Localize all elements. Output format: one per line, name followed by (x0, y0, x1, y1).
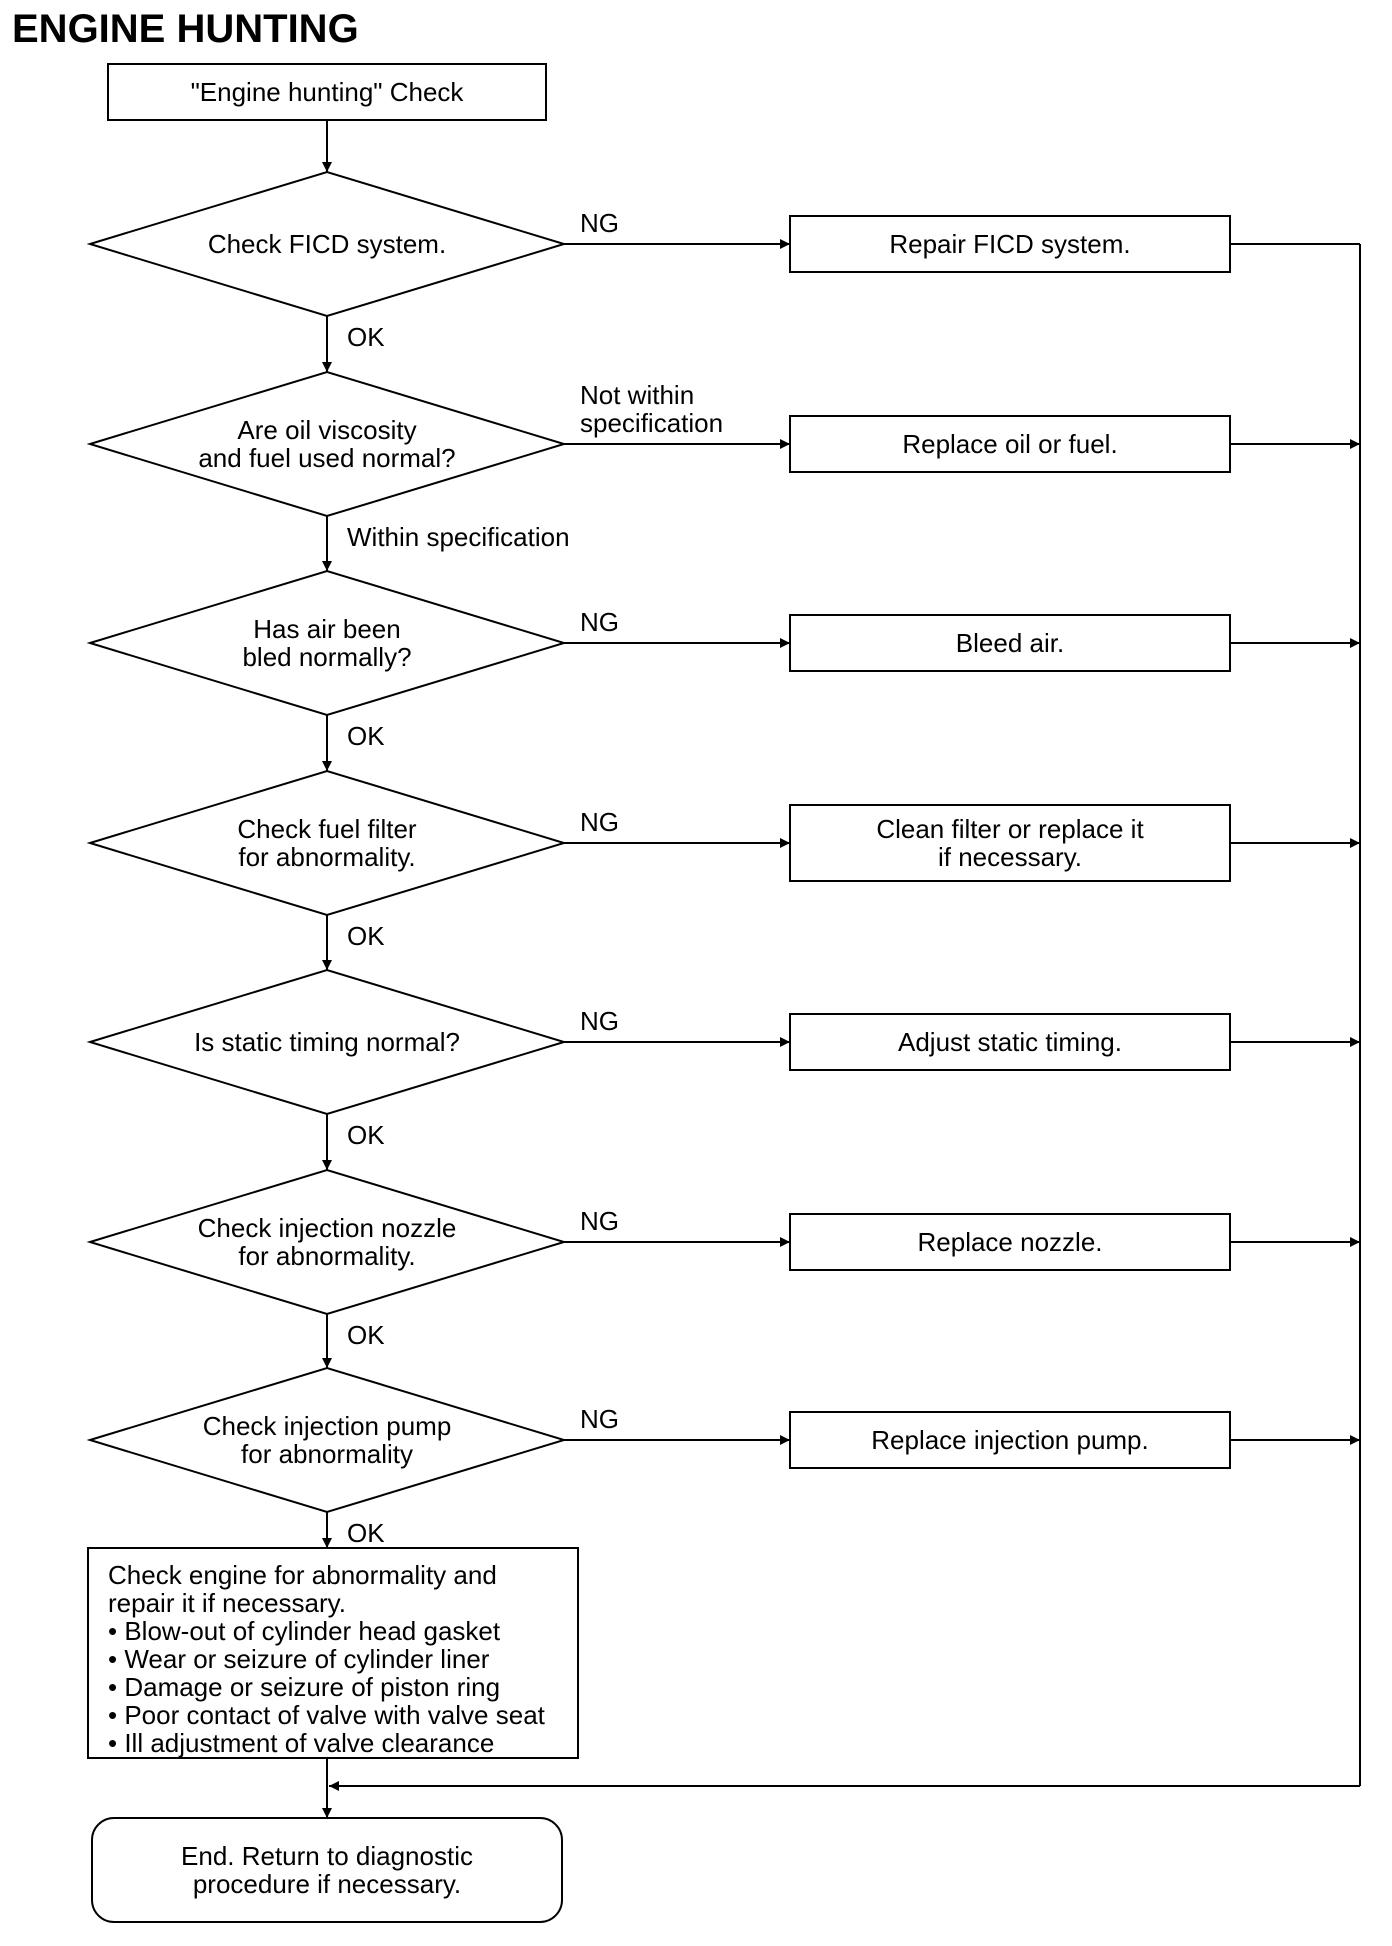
fail-label: NG (580, 1006, 619, 1036)
start-label: "Engine hunting" Check (191, 77, 465, 107)
decision-label: Are oil viscosity (237, 415, 416, 445)
decision-label: Check fuel filter (237, 814, 417, 844)
connectors (322, 120, 1361, 1818)
decision-label: Check FICD system. (208, 229, 446, 259)
pass-label: OK (347, 322, 385, 352)
fail-label: NG (580, 807, 619, 837)
final-check-line: repair it if necessary. (108, 1588, 346, 1618)
pass-label: OK (347, 921, 385, 951)
fail-label: Not within (580, 380, 694, 410)
decision-label: for abnormality. (238, 842, 415, 872)
action-label: Replace injection pump. (871, 1425, 1149, 1455)
action-label: Clean filter or replace it (876, 814, 1144, 844)
action-label: Bleed air. (956, 628, 1064, 658)
action-label: if necessary. (938, 842, 1082, 872)
decision-label: Has air been (253, 614, 400, 644)
pass-label: Within specification (347, 522, 570, 552)
pass-label: OK (347, 721, 385, 751)
final-check-line: • Damage or seizure of piston ring (108, 1672, 500, 1702)
decision-label: for abnormality. (238, 1241, 415, 1271)
decision-label: Is static timing normal? (194, 1027, 460, 1057)
pass-label: OK (347, 1120, 385, 1150)
end-label: End. Return to diagnostic (181, 1841, 473, 1871)
start-box (107, 63, 547, 121)
action-box (789, 804, 1231, 882)
final-check-line: • Ill adjustment of valve clearance (108, 1728, 494, 1758)
final-check-box (87, 1547, 579, 1759)
action-label: Adjust static timing. (898, 1027, 1122, 1057)
fail-label: specification (580, 408, 723, 438)
page-title: ENGINE HUNTING (12, 7, 359, 51)
decision-label: bled normally? (242, 642, 411, 672)
pass-label: OK (347, 1518, 385, 1548)
end-label: procedure if necessary. (193, 1869, 461, 1899)
final-check-line: • Blow-out of cylinder head gasket (108, 1616, 501, 1646)
fail-label: NG (580, 1404, 619, 1434)
final-check-line: • Wear or seizure of cylinder liner (108, 1644, 490, 1674)
pass-label: OK (347, 1320, 385, 1350)
final-check-line: Check engine for abnormality and (108, 1560, 497, 1590)
fail-label: NG (580, 1206, 619, 1236)
action-label: Replace nozzle. (918, 1227, 1103, 1257)
decision-label: Check injection nozzle (198, 1213, 457, 1243)
fail-label: NG (580, 208, 619, 238)
fail-label: NG (580, 607, 619, 637)
decision-label: for abnormality (241, 1439, 413, 1469)
action-box (789, 1013, 1231, 1071)
final-check-line: • Poor contact of valve with valve seat (108, 1700, 546, 1730)
decision-steps: Check FICD system. Repair FICD system. NG O… (86, 170, 1231, 1548)
action-label: Repair FICD system. (889, 229, 1130, 259)
decision-label: and fuel used normal? (198, 443, 455, 473)
decision-label: Check injection pump (203, 1411, 452, 1441)
action-label: Replace oil or fuel. (902, 429, 1117, 459)
